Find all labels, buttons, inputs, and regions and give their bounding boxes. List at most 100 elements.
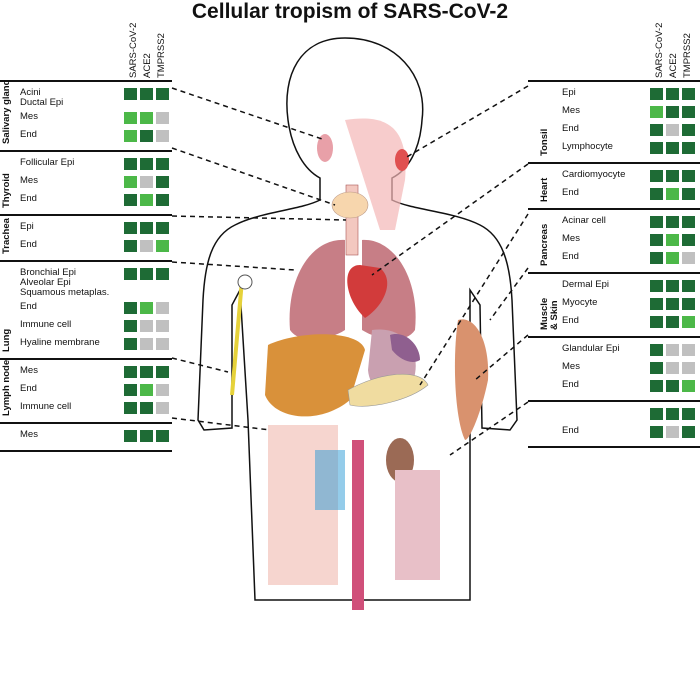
expression-cell xyxy=(650,124,663,136)
cell-type-label: End xyxy=(20,383,37,394)
cell-type-label: End xyxy=(562,187,579,198)
expression-cell xyxy=(666,380,679,392)
expression-cell xyxy=(124,320,137,332)
expression-cell xyxy=(682,362,695,374)
expression-cell xyxy=(650,234,663,246)
organ-label: Pancreas xyxy=(539,223,550,266)
organ-divider xyxy=(528,272,700,274)
column-header-0: SARS-CoV-2 xyxy=(128,22,139,78)
expression-cell xyxy=(666,216,679,228)
organ-label: Thyroid xyxy=(1,173,12,208)
column-header-2: TMPRSS2 xyxy=(156,33,167,78)
expression-cell xyxy=(124,88,137,100)
expression-cell xyxy=(666,252,679,264)
expression-cell xyxy=(650,426,663,438)
expression-cell xyxy=(650,344,663,356)
expression-cell xyxy=(124,366,137,378)
expression-cell xyxy=(650,252,663,264)
expression-cell xyxy=(140,384,153,396)
cell-type-label: Mes xyxy=(562,233,580,244)
expression-cell xyxy=(682,234,695,246)
organ-divider xyxy=(528,336,700,338)
expression-cell xyxy=(682,380,695,392)
expression-cell xyxy=(650,142,663,154)
cell-type-label: Mes xyxy=(20,365,38,376)
cell-type-label: End xyxy=(562,123,579,134)
cell-type-label: Immune cell xyxy=(20,319,72,330)
cell-type-label: End xyxy=(562,425,579,436)
expression-cell xyxy=(156,194,169,206)
expression-cell xyxy=(140,366,153,378)
expression-cell xyxy=(650,88,663,100)
expression-cell xyxy=(140,302,153,314)
cell-type-label: End xyxy=(20,239,37,250)
expression-cell xyxy=(156,240,169,252)
expression-cell xyxy=(650,280,663,292)
expression-cell xyxy=(650,188,663,200)
expression-cell xyxy=(666,408,679,420)
expression-cell xyxy=(650,362,663,374)
cell-type-label: End xyxy=(20,301,37,312)
expression-cell xyxy=(682,280,695,292)
organ-divider xyxy=(0,358,172,360)
expression-cell xyxy=(650,106,663,118)
cell-type-label: Myocyte xyxy=(562,297,598,308)
expression-cell xyxy=(666,362,679,374)
expression-cell xyxy=(124,176,137,188)
expression-cell xyxy=(156,338,169,350)
expression-cell xyxy=(124,338,137,350)
cell-type-label: Epi xyxy=(562,87,576,98)
organ-divider xyxy=(0,214,172,216)
expression-cell xyxy=(682,216,695,228)
expression-cell xyxy=(156,302,169,314)
organ-divider xyxy=(0,260,172,262)
organ-divider xyxy=(528,162,700,164)
expression-cell xyxy=(140,338,153,350)
organ-label: Muscle & Skin xyxy=(539,297,560,330)
expression-cell xyxy=(156,430,169,442)
expression-cell xyxy=(156,384,169,396)
expression-cell xyxy=(650,170,663,182)
cell-type-label: Cardiomyocyte xyxy=(562,169,626,180)
expression-cell xyxy=(682,298,695,310)
expression-cell xyxy=(650,380,663,392)
expression-cell xyxy=(650,216,663,228)
organ-divider xyxy=(528,80,700,82)
expression-cell xyxy=(666,234,679,246)
cell-type-label: Mes xyxy=(562,361,580,372)
expression-cell xyxy=(124,158,137,170)
column-header-2: TMPRSS2 xyxy=(682,33,693,78)
body-outline xyxy=(197,37,518,601)
expression-cell xyxy=(124,268,137,280)
organ-label: Heart xyxy=(539,177,550,202)
organ-label: Salivary gland xyxy=(1,79,12,144)
cell-type-label: Mes xyxy=(20,429,38,440)
expression-cell xyxy=(650,316,663,328)
expression-cell xyxy=(156,88,169,100)
expression-cell xyxy=(666,298,679,310)
expression-cell xyxy=(140,222,153,234)
expression-cell xyxy=(666,280,679,292)
expression-cell xyxy=(682,316,695,328)
expression-cell xyxy=(682,124,695,136)
cell-type-label: End xyxy=(562,379,579,390)
organ-divider xyxy=(528,208,700,210)
expression-cell xyxy=(140,430,153,442)
expression-cell xyxy=(140,194,153,206)
figure-title: Cellular tropism of SARS-CoV-2 xyxy=(191,0,509,23)
expression-cell xyxy=(156,112,169,124)
expression-cell xyxy=(156,402,169,414)
expression-cell xyxy=(666,142,679,154)
organ-label: Lung xyxy=(1,328,12,352)
expression-cell xyxy=(156,366,169,378)
cell-type-label: Epi xyxy=(20,221,34,232)
organ-divider xyxy=(0,80,172,82)
cell-type-label: End xyxy=(562,251,579,262)
expression-cell xyxy=(124,302,137,314)
expression-cell xyxy=(650,298,663,310)
expression-cell xyxy=(140,158,153,170)
organ-divider xyxy=(0,450,172,452)
expression-cell xyxy=(124,402,137,414)
expression-cell xyxy=(156,222,169,234)
